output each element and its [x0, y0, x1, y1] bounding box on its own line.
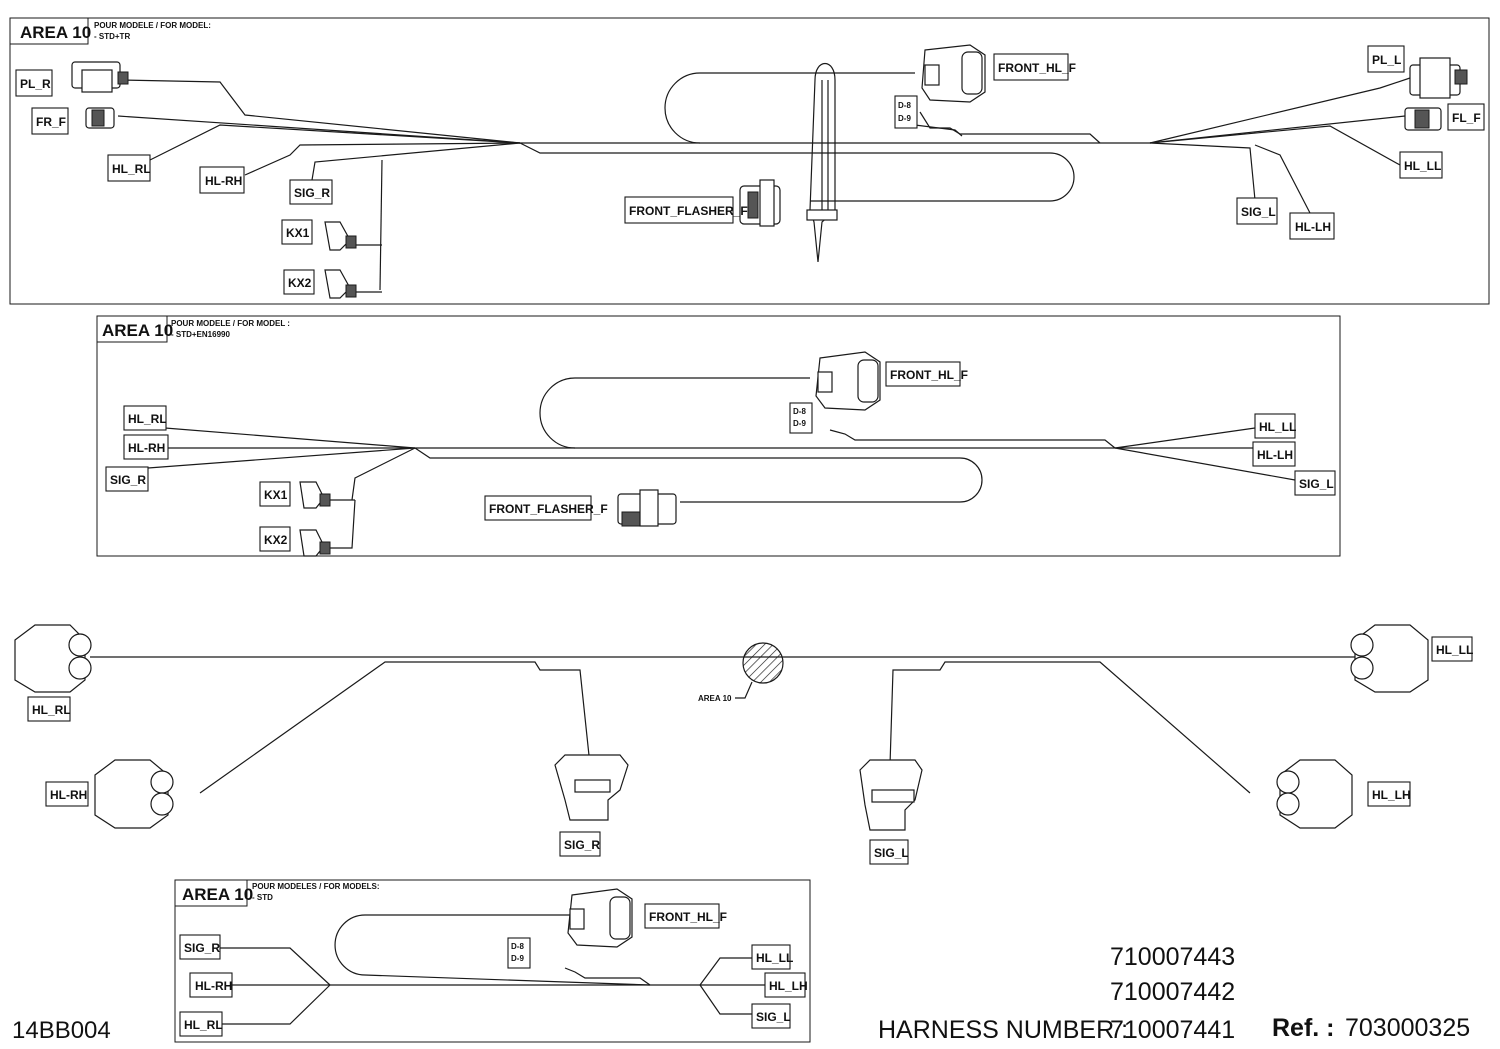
- svg-text:FRONT_HL_F: FRONT_HL_F: [649, 910, 727, 924]
- area10-marker: [742, 642, 784, 684]
- svg-text:POUR MODELE / FOR MODEL:: POUR MODELE / FOR MODEL:: [94, 21, 211, 30]
- svg-text:FRONT_FLASHER_F: FRONT_FLASHER_F: [489, 502, 608, 516]
- svg-text:FL_F: FL_F: [1452, 111, 1481, 125]
- connector-sig-r: [554, 754, 629, 821]
- svg-text:SIG_L: SIG_L: [756, 1010, 791, 1024]
- part-number: 710007442: [1110, 978, 1235, 1006]
- connector-front-hl-f: [921, 44, 986, 103]
- svg-text:SIG_R: SIG_R: [184, 941, 220, 955]
- svg-text:D-9: D-9: [511, 954, 524, 963]
- svg-text:HL-RH: HL-RH: [195, 979, 232, 993]
- connector-fr-f: [85, 107, 115, 129]
- svg-text:D-9: D-9: [898, 114, 911, 123]
- svg-text:KX2: KX2: [288, 276, 312, 290]
- svg-text:SIG_R: SIG_R: [110, 473, 146, 487]
- svg-text:FRONT_HL_F: FRONT_HL_F: [890, 368, 968, 382]
- svg-text:D-8: D-8: [793, 407, 806, 416]
- connector-pl-l: [1409, 57, 1468, 99]
- svg-text:SIG_R: SIG_R: [294, 186, 330, 200]
- svg-text:PL_R: PL_R: [20, 77, 51, 91]
- svg-text:FRONT_HL_F: FRONT_HL_F: [998, 61, 1076, 75]
- svg-text:SIG_L: SIG_L: [874, 846, 909, 860]
- svg-text:KX2: KX2: [264, 533, 288, 547]
- svg-text:- STD+EN16990: - STD+EN16990: [171, 330, 230, 339]
- svg-text:HL_LL: HL_LL: [1259, 420, 1296, 434]
- svg-text:KX1: KX1: [286, 226, 310, 240]
- svg-text:HL_RL: HL_RL: [32, 703, 71, 717]
- connector-front-flasher-f: [739, 179, 781, 227]
- svg-text:HL_RL: HL_RL: [128, 412, 167, 426]
- connector-pl-r: [71, 61, 129, 93]
- connector-fl-f: [1404, 107, 1442, 131]
- svg-text:HL_LL: HL_LL: [1436, 643, 1473, 657]
- connector-hl-rh: [94, 759, 174, 829]
- connector-sig-l: [859, 759, 923, 831]
- area-title: AREA 10: [20, 23, 91, 42]
- svg-text:AREA 10: AREA 10: [698, 694, 732, 703]
- connector-front-hl-f: [815, 351, 881, 411]
- svg-text:HL_RL: HL_RL: [184, 1018, 223, 1032]
- svg-text:D-8: D-8: [898, 101, 911, 110]
- svg-text:HL-RH: HL-RH: [128, 441, 165, 455]
- ref-label: Ref. :: [1272, 1014, 1335, 1042]
- svg-text:HL_LH: HL_LH: [1372, 788, 1411, 802]
- svg-text:- STD+TR: - STD+TR: [94, 32, 130, 41]
- connector-kx2: [299, 529, 331, 557]
- svg-text:SIG_L: SIG_L: [1241, 205, 1276, 219]
- svg-text:HL-LH: HL-LH: [1295, 220, 1331, 234]
- connector-kx1: [324, 221, 357, 251]
- svg-text:FR_F: FR_F: [36, 115, 66, 129]
- connector-hl-lh: [1276, 759, 1353, 829]
- connector-hl-ll: [1350, 624, 1429, 693]
- connector-front-hl-f: [567, 888, 633, 948]
- svg-text:HL_RL: HL_RL: [112, 162, 151, 176]
- area-std: AREA 10 POUR MODELES / FOR MODELS: - STD…: [174, 879, 811, 1043]
- svg-text:POUR MODELE / FOR MODEL :: POUR MODELE / FOR MODEL :: [171, 319, 290, 328]
- svg-text:HL-RH: HL-RH: [50, 788, 87, 802]
- main-harness: AREA 10 HL_RL HL-RH SIG_R SIG_L HL: [14, 624, 1473, 865]
- connector-kx1: [299, 481, 331, 509]
- ref-value: 703000325: [1345, 1014, 1470, 1042]
- footer: 14BB004 710007443 710007442 HARNESS NUMB…: [12, 943, 1470, 1044]
- svg-text:HL-RH: HL-RH: [205, 174, 242, 188]
- svg-text:PL_L: PL_L: [1372, 53, 1401, 67]
- svg-text:KX1: KX1: [264, 488, 288, 502]
- svg-text:D-8: D-8: [511, 942, 524, 951]
- part-number: 710007443: [1110, 943, 1235, 971]
- area-std-en16990: AREA 10 POUR MODELE / FOR MODEL : - STD+…: [96, 315, 1341, 557]
- connector-front-flasher-f: [617, 489, 677, 527]
- area-title: AREA 10: [182, 885, 253, 904]
- svg-text:- STD: - STD: [252, 893, 273, 902]
- svg-text:HL-LH: HL-LH: [1257, 448, 1293, 462]
- area-std-tr: AREA 10 POUR MODELE / FOR MODEL: - STD+T…: [9, 17, 1490, 305]
- svg-text:POUR MODELES / FOR MODELS:: POUR MODELES / FOR MODELS:: [252, 882, 380, 891]
- svg-text:D-9: D-9: [793, 419, 806, 428]
- svg-text:SIG_R: SIG_R: [564, 838, 600, 852]
- connector-hl-rl: [14, 624, 92, 693]
- svg-text:HL_LL: HL_LL: [756, 951, 793, 965]
- svg-text:SIG_L: SIG_L: [1299, 477, 1334, 491]
- svg-text:FRONT_FLASHER_F: FRONT_FLASHER_F: [629, 204, 748, 218]
- harness-number-label: HARNESS NUMBER :: [878, 1016, 1128, 1044]
- svg-text:HL_LL: HL_LL: [1404, 159, 1441, 173]
- drawing-id: 14BB004: [12, 1017, 111, 1044]
- connector-kx2: [324, 269, 357, 299]
- svg-text:HL_LH: HL_LH: [769, 979, 808, 993]
- part-number: 710007441: [1110, 1016, 1235, 1044]
- area-title: AREA 10: [102, 321, 173, 340]
